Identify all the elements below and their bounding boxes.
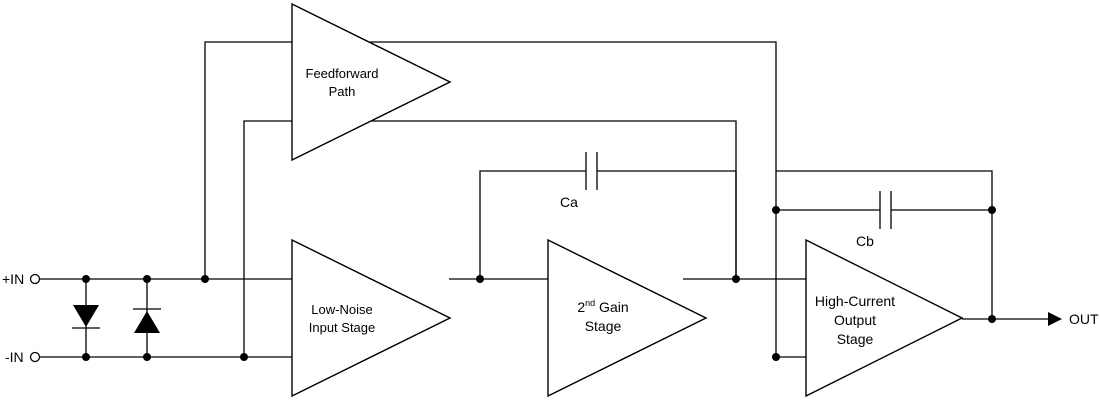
- output-stage-amp: [805, 238, 964, 398]
- label-ca: Ca: [560, 194, 578, 210]
- label-cb: Cb: [856, 233, 874, 249]
- label-out: OUT: [1069, 311, 1099, 327]
- label-output-stage-1: High-Current: [815, 293, 895, 309]
- label-feedforward-1: Feedforward: [306, 66, 379, 81]
- diode-up-icon: [133, 308, 161, 333]
- terminal-in-minus-icon: [29, 351, 41, 363]
- input-stage-amp: [291, 238, 452, 398]
- wire-ca-right: [597, 170, 737, 279]
- label-input-stage-1: Low-Noise: [311, 302, 372, 317]
- label-input-stage-2: Input Stage: [309, 320, 376, 335]
- terminal-in-plus-icon: [29, 273, 41, 285]
- wire-ff-bottom-in: [243, 120, 292, 357]
- label-in-minus: -IN: [5, 349, 24, 365]
- diode-down-icon: [72, 305, 100, 329]
- label-gain-stage-2: Stage: [585, 318, 622, 334]
- capacitor-ca: [585, 152, 598, 190]
- wire-ff-top-in: [204, 41, 292, 279]
- label-feedforward-2: Path: [329, 84, 356, 99]
- junction-dots: [82, 206, 996, 361]
- capacitor-cb: [879, 191, 892, 229]
- wire-ca-left: [479, 170, 586, 279]
- output-arrow-icon: [1048, 312, 1062, 326]
- gain-stage-amp: [547, 238, 708, 398]
- label-gain-stage-1: 2nd Gain: [577, 298, 628, 315]
- wiring: [40, 41, 1050, 358]
- feedforward-amp: [291, 2, 452, 162]
- label-output-stage-3: Stage: [837, 331, 874, 347]
- label-in-plus: +IN: [2, 271, 24, 287]
- label-output-stage-2: Output: [834, 312, 876, 328]
- wire-out-column: [776, 170, 993, 319]
- wire-ff-top-rail: [370, 41, 806, 358]
